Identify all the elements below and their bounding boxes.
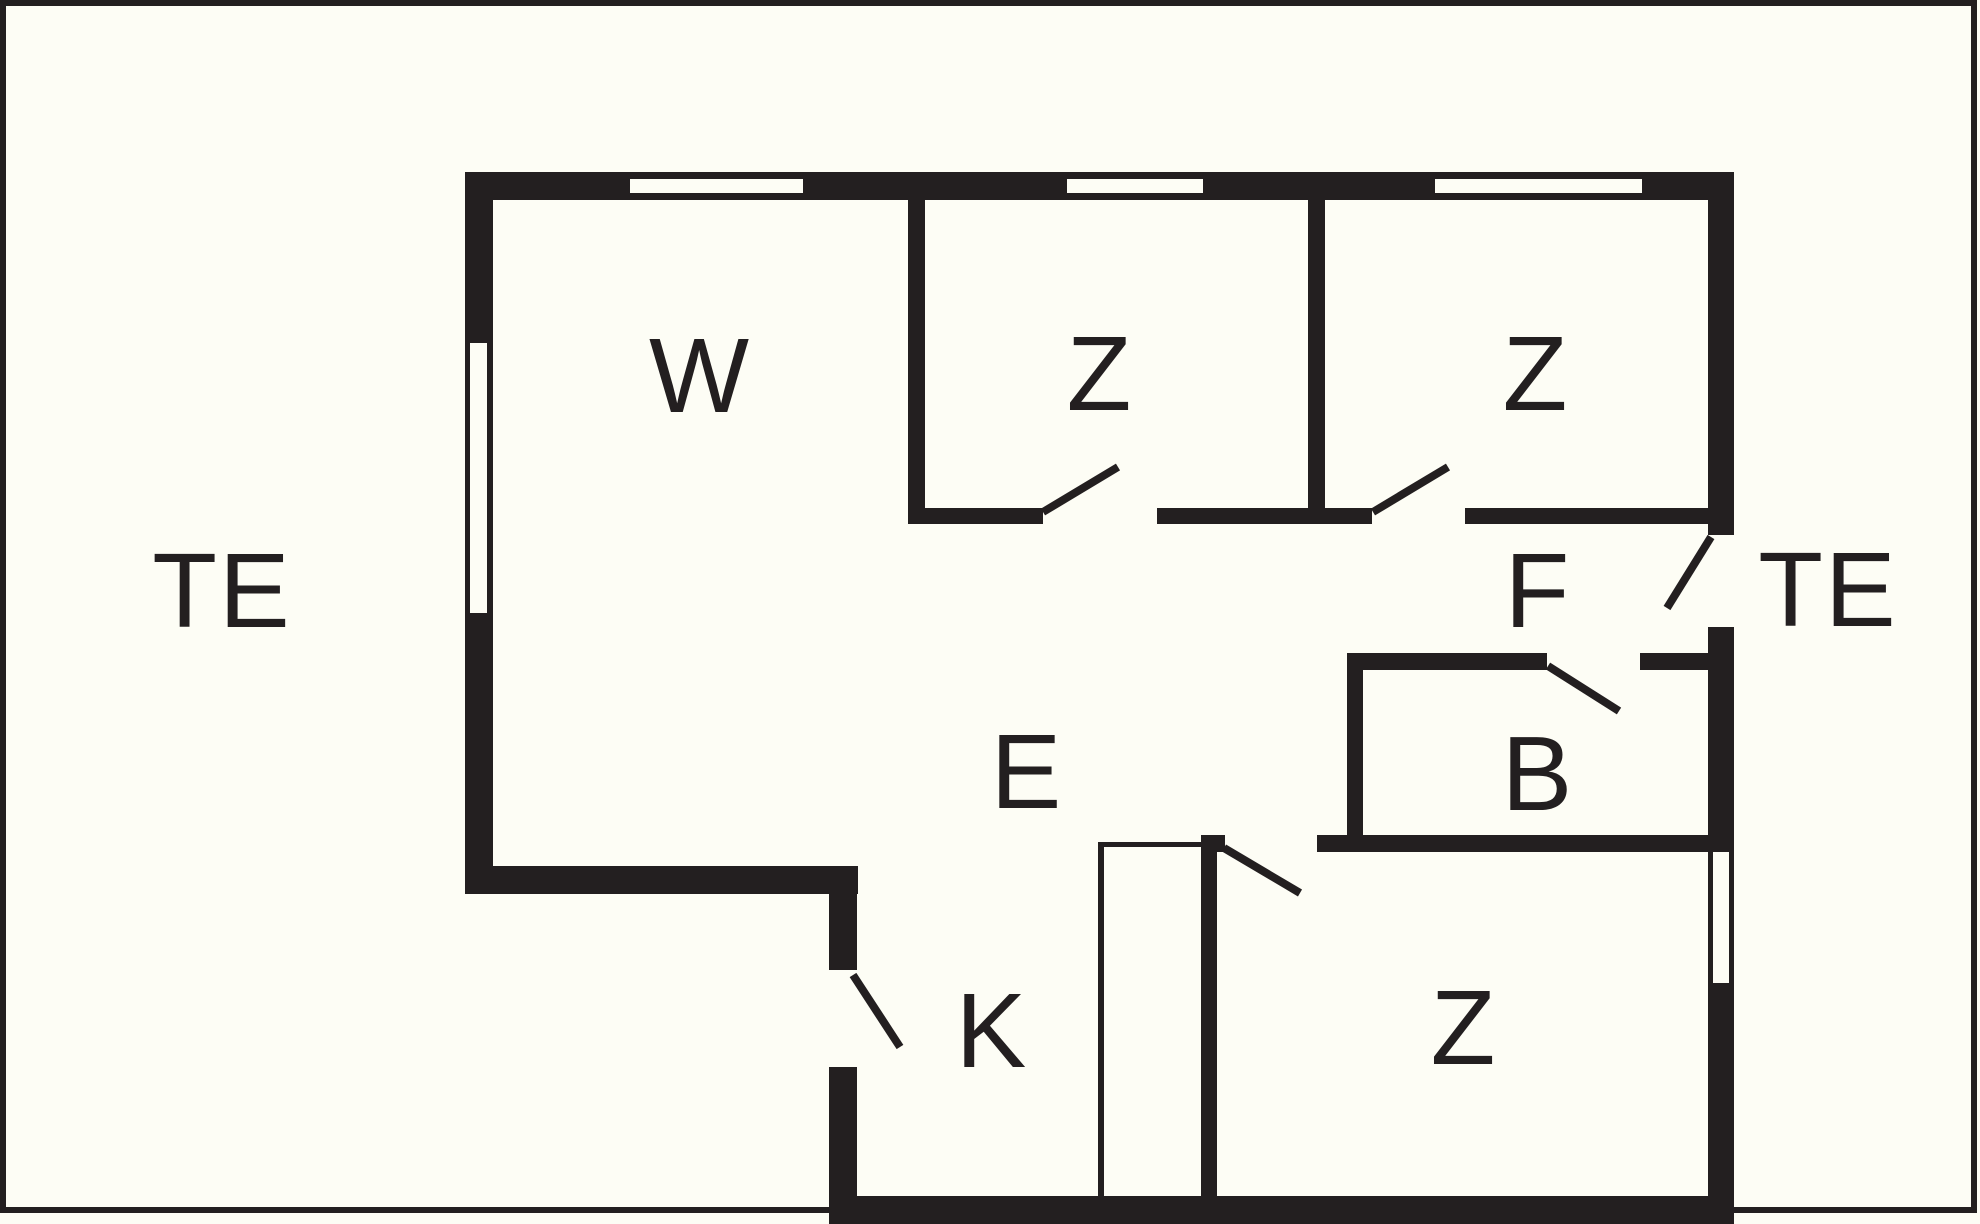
- door-leaves: [849, 463, 1715, 1050]
- bedroom2-window: [1435, 179, 1642, 193]
- bedroom3-door-leaf: [1221, 844, 1303, 897]
- partition-living-bedroom1: [908, 200, 925, 524]
- label-hallway: F: [1505, 532, 1572, 650]
- bedroom2-door-leaf: [1370, 463, 1451, 516]
- room-labels: TE W Z Z F TE E B K Z: [152, 315, 1897, 1090]
- bottom-exterior-wall: [829, 1196, 1734, 1224]
- label-bedroom-top-left: Z: [1067, 315, 1134, 433]
- closet-top-line: [1098, 842, 1201, 847]
- kitchen-exterior-wall-upper: [829, 894, 857, 970]
- label-kitchen: K: [956, 972, 1029, 1090]
- label-bedroom-top-right: Z: [1503, 315, 1570, 433]
- label-bedroom-bottom: Z: [1431, 969, 1498, 1087]
- right-exterior-wall-upper: [1708, 172, 1734, 535]
- kitchen-exterior-wall-lower: [829, 1067, 857, 1218]
- bathroom-left-wall: [1347, 653, 1363, 848]
- label-terrace-right: TE: [1758, 531, 1897, 649]
- bathroom-top-wall-segment-1: [1347, 653, 1547, 670]
- interior-walls: [908, 200, 1708, 1196]
- label-bathroom: B: [1502, 715, 1575, 833]
- label-living-room: W: [649, 317, 751, 435]
- bedroom1-door-leaf: [1040, 463, 1121, 516]
- bedroom3-side-window: [1713, 852, 1729, 983]
- bedrooms-bottom-wall-segment-3: [1465, 508, 1708, 524]
- bedrooms-bottom-wall-segment-2: [1157, 508, 1372, 524]
- label-terrace-left: TE: [152, 532, 291, 650]
- bathroom-bottom-wall: [1317, 835, 1708, 852]
- bedroom3-left-wall: [1201, 835, 1217, 1196]
- bathroom-door-leaf: [1545, 662, 1622, 715]
- bathroom-top-wall-segment-2: [1640, 653, 1708, 670]
- closet-left-line: [1098, 842, 1104, 1196]
- living-area-bottom-wall: [465, 866, 858, 894]
- kitchen-door-leaf: [849, 972, 904, 1050]
- windows: [470, 179, 1729, 983]
- closet-outline: [1098, 842, 1201, 1196]
- exterior-walls: [465, 172, 1734, 1224]
- living-room-side-window: [470, 343, 487, 613]
- partition-bedroom1-bedroom2: [1308, 200, 1325, 524]
- living-room-window: [630, 179, 803, 193]
- bedroom1-window: [1067, 179, 1203, 193]
- bedrooms-bottom-wall-segment-1: [908, 508, 1043, 524]
- label-dining-area: E: [991, 713, 1064, 831]
- entrance-door-leaf: [1663, 534, 1715, 611]
